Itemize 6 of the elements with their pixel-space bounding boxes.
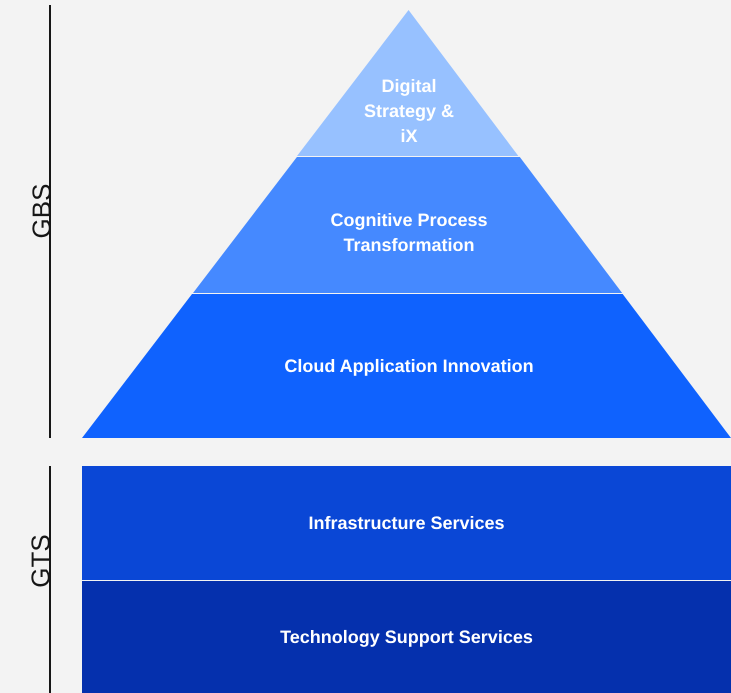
tier-label: Infrastructure Services: [307, 512, 506, 534]
tier-label: Cloud Application Innovation: [283, 354, 535, 378]
tier-label: Digital Strategy & iX: [362, 74, 455, 148]
tier-label: Technology Support Services: [279, 626, 534, 649]
group-label: GTS: [28, 534, 54, 588]
tier-label: Cognitive Process Transformation: [329, 209, 489, 257]
